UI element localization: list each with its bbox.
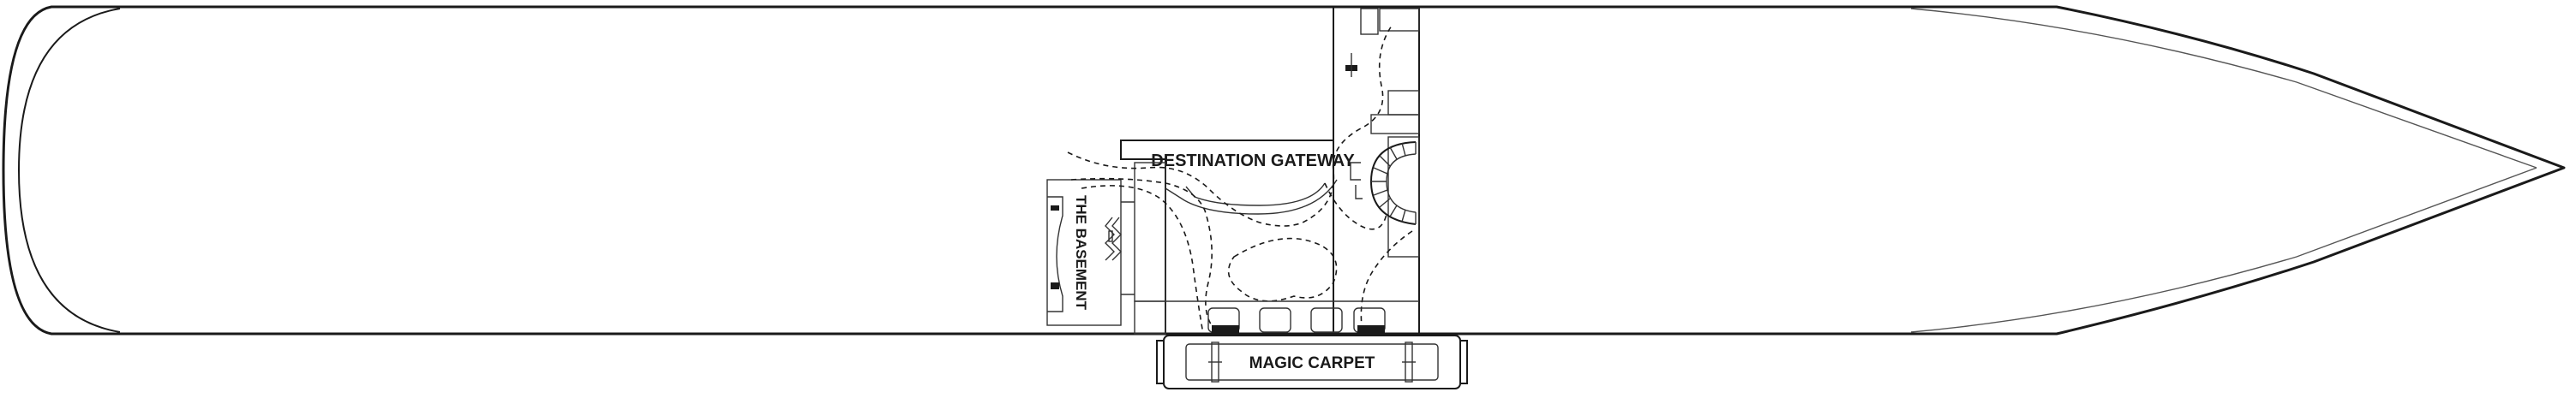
spiral-staircase-steps: [1371, 142, 1417, 224]
route-aft: [1067, 25, 1393, 227]
basement-seating-2: [1111, 217, 1122, 261]
basement-stage-block-2: [1051, 205, 1059, 211]
lower-door-3: [1310, 307, 1343, 333]
basement-outer-wall: [1046, 179, 1122, 326]
corridor-block-lower: [1134, 300, 1166, 335]
basement-inner-wall: [1047, 196, 1063, 312]
magic-carpet: MAGIC CARPET: [1156, 335, 1468, 389]
magic-carpet-frame: [1163, 335, 1461, 389]
the-basement-label: THE BASEMENT: [1073, 195, 1089, 311]
magic-carpet-inner: [1185, 343, 1439, 381]
ship-hull: [2, 5, 2566, 336]
the-basement: THE BASEMENT: [1046, 162, 1166, 335]
landing-symbol: [1350, 162, 1363, 199]
route-forward: [1360, 230, 1413, 335]
magic-carpet-outer-left: [1156, 340, 1164, 384]
elevator-shaft: [1379, 8, 1420, 32]
elevator-upper: [1360, 8, 1379, 35]
stair-block-right: [1387, 136, 1420, 258]
gangway-marker-left: [1212, 325, 1239, 334]
basement-seating: [1105, 217, 1115, 261]
magic-carpet-outer-right: [1460, 340, 1468, 384]
hull-stern-inner: [17, 8, 121, 333]
route-basement: [1081, 185, 1204, 335]
route-upper: [1324, 182, 1387, 230]
route-atrium-loop: [1227, 237, 1338, 302]
gangway-marker-right: [1357, 325, 1385, 334]
embarkation-area: [1165, 300, 1419, 334]
hull-bow-inner-top: [1910, 8, 2537, 169]
walking-routes: [1067, 25, 1413, 335]
destination-gateway-label: DESTINATION GATEWAY: [1151, 151, 1355, 170]
lower-door-2: [1259, 307, 1291, 333]
spiral-staircase: [1350, 141, 1417, 225]
basement-table: [1108, 230, 1113, 242]
route-gateway: [1070, 177, 1219, 335]
magic-carpet-label: MAGIC CARPET: [1249, 354, 1375, 372]
destination-gateway-bar-shape: [1185, 182, 1326, 206]
basement-stage-block: [1051, 282, 1059, 289]
hull-bow-inner-bottom: [1910, 167, 2537, 333]
hull-outline: [2, 5, 2566, 336]
basement-door: [1121, 201, 1135, 295]
service-room-lower: [1370, 114, 1420, 134]
destination-gateway-bar: [1165, 179, 1338, 215]
